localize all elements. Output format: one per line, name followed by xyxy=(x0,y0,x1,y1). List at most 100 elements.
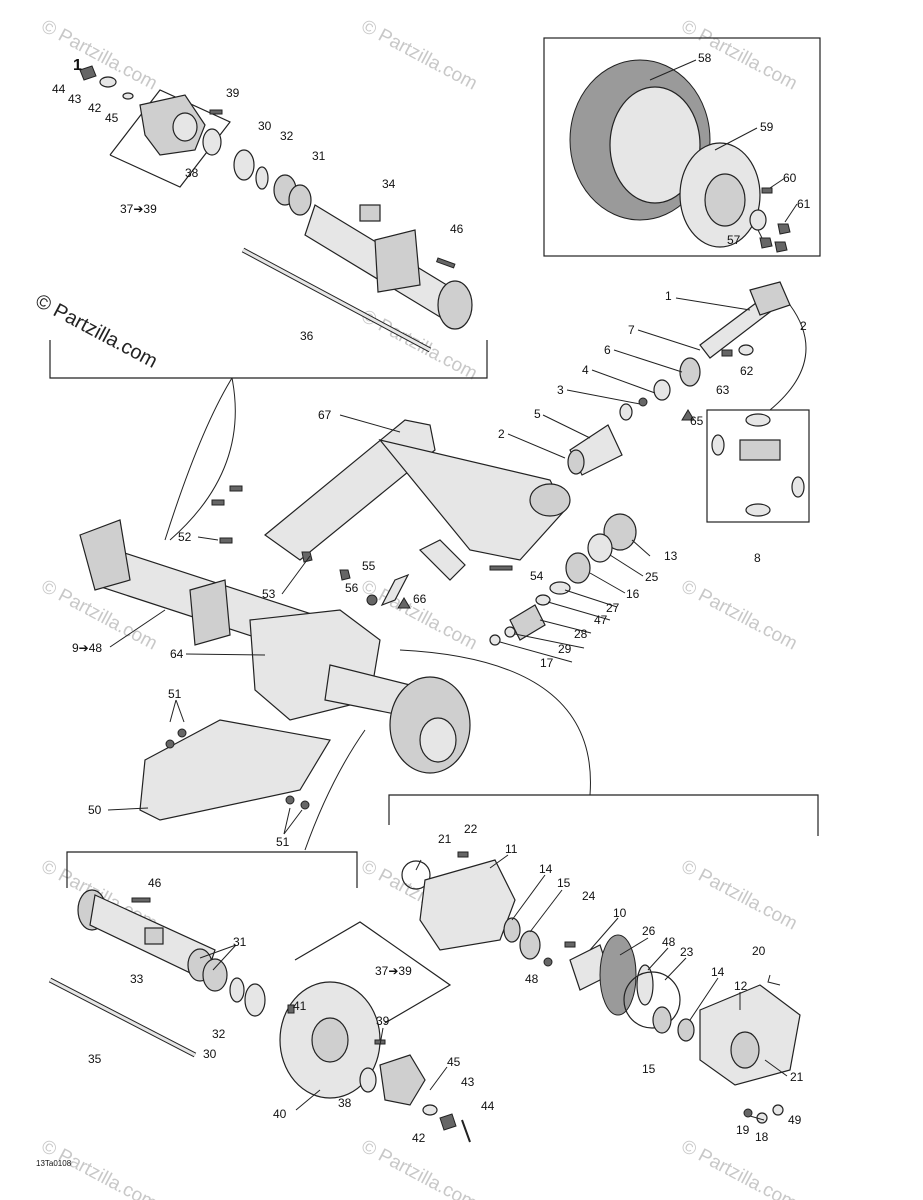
callout-62: 62 xyxy=(740,364,754,378)
bearing-16 xyxy=(565,552,591,584)
washer-49 xyxy=(772,1104,784,1116)
watermark: © Partzilla.com xyxy=(678,16,801,95)
nut-53b xyxy=(339,569,351,581)
seal-38b xyxy=(359,1067,377,1093)
cotter-44b xyxy=(461,1119,471,1143)
plug-17 xyxy=(489,634,501,646)
callout-9-48: 9➔48 xyxy=(72,641,102,655)
coupler-end-2 xyxy=(567,449,585,475)
callout-58: 58 xyxy=(698,51,712,65)
differential-assembly xyxy=(401,851,801,1124)
callout-46: 46 xyxy=(450,222,464,236)
callout-54: 54 xyxy=(530,569,544,583)
callout-21: 21 xyxy=(790,1070,804,1084)
nut-51c xyxy=(285,795,295,805)
callout-39: 39 xyxy=(376,1014,390,1028)
drive-shaft-36-core xyxy=(242,248,431,352)
nut-43b xyxy=(439,1113,457,1131)
universal-joint-box xyxy=(706,409,810,523)
callout-57: 57 xyxy=(727,233,741,247)
callout-46: 46 xyxy=(148,876,162,890)
callout-33: 33 xyxy=(130,972,144,986)
callout-16: 16 xyxy=(626,587,640,601)
callout-5: 5 xyxy=(534,407,541,421)
mark-label: 1 xyxy=(73,57,82,74)
screw-41 xyxy=(287,1004,295,1014)
callout-60: 60 xyxy=(783,171,797,185)
callout-29: 29 xyxy=(558,642,572,656)
stud-39 xyxy=(209,109,223,115)
callout-44: 44 xyxy=(481,1099,495,1113)
bearing-31b xyxy=(288,184,312,216)
seal-14b xyxy=(677,1018,695,1042)
callout-2: 2 xyxy=(800,319,807,333)
driveshaft-assembly xyxy=(567,281,805,517)
swing-arm-67 xyxy=(264,419,436,561)
callout-11: 11 xyxy=(505,842,518,856)
ring-32b xyxy=(229,977,245,1003)
washer-42b xyxy=(422,1104,438,1116)
callout-6: 6 xyxy=(604,343,611,357)
watermark: © Partzilla.com xyxy=(678,576,801,655)
leader-lines xyxy=(107,59,798,1121)
callout-49: 49 xyxy=(788,1113,802,1127)
seal-14a xyxy=(503,917,521,943)
ujoint-cross-8 xyxy=(739,439,781,461)
shim-48b xyxy=(636,964,654,1006)
bolt-52c xyxy=(219,537,233,544)
shim-47 xyxy=(535,594,551,606)
callout-28: 28 xyxy=(574,627,588,641)
callout-25: 25 xyxy=(645,570,659,584)
callout-47: 47 xyxy=(594,613,608,627)
shim-48a xyxy=(543,957,553,967)
callout-15: 15 xyxy=(557,876,571,890)
bearing-31d xyxy=(202,958,228,992)
callout-40: 40 xyxy=(273,1107,287,1121)
swing-arm-body xyxy=(378,439,566,561)
pinion-assembly xyxy=(489,513,637,646)
washer-62 xyxy=(738,344,754,356)
seal-38 xyxy=(202,128,222,156)
differential-bracket xyxy=(388,794,819,836)
callout-15: 15 xyxy=(642,1062,656,1076)
lower-axle-bracket xyxy=(66,851,358,888)
copyright-text: © Partzilla.com xyxy=(32,290,161,373)
callout-41: 41 xyxy=(293,999,307,1013)
callout-21: 21 xyxy=(438,832,452,846)
hub-group-bottom-outline xyxy=(294,921,452,1024)
bolt-54 xyxy=(489,565,513,571)
bolt-63 xyxy=(721,349,733,357)
nut-51a xyxy=(177,728,187,738)
callout-66: 66 xyxy=(413,592,427,606)
tire-sidewall xyxy=(609,86,701,204)
callout-2: 2 xyxy=(498,427,505,441)
callout-1: 1 xyxy=(665,289,672,303)
callout-38: 38 xyxy=(338,1096,352,1110)
callout-52: 52 xyxy=(178,530,192,544)
callout-38: 38 xyxy=(185,166,199,180)
bracket-33 xyxy=(144,927,164,945)
callout-63: 63 xyxy=(716,383,730,397)
flange-54 xyxy=(418,539,466,581)
diff-cover-bore xyxy=(730,1031,760,1069)
circlip-30b xyxy=(244,983,266,1017)
connector-line xyxy=(169,377,236,541)
callout-7: 7 xyxy=(628,323,635,337)
callout-56: 56 xyxy=(345,581,359,595)
washer-3 xyxy=(619,403,633,421)
grease-66 xyxy=(397,597,411,609)
callout-51: 51 xyxy=(276,835,290,849)
callout-34: 34 xyxy=(382,177,396,191)
callout-13: 13 xyxy=(664,549,678,563)
flange-plate xyxy=(374,229,421,293)
callout-44: 44 xyxy=(52,82,66,96)
callout-30: 30 xyxy=(203,1047,217,1061)
seal-13 xyxy=(603,513,637,551)
watermark: © Partzilla.com xyxy=(358,16,481,95)
upper-axle-bracket xyxy=(49,340,488,379)
callout-42: 42 xyxy=(412,1131,426,1145)
callout-59: 59 xyxy=(760,120,774,134)
callout-10: 10 xyxy=(613,906,627,920)
callout-17: 17 xyxy=(540,656,554,670)
